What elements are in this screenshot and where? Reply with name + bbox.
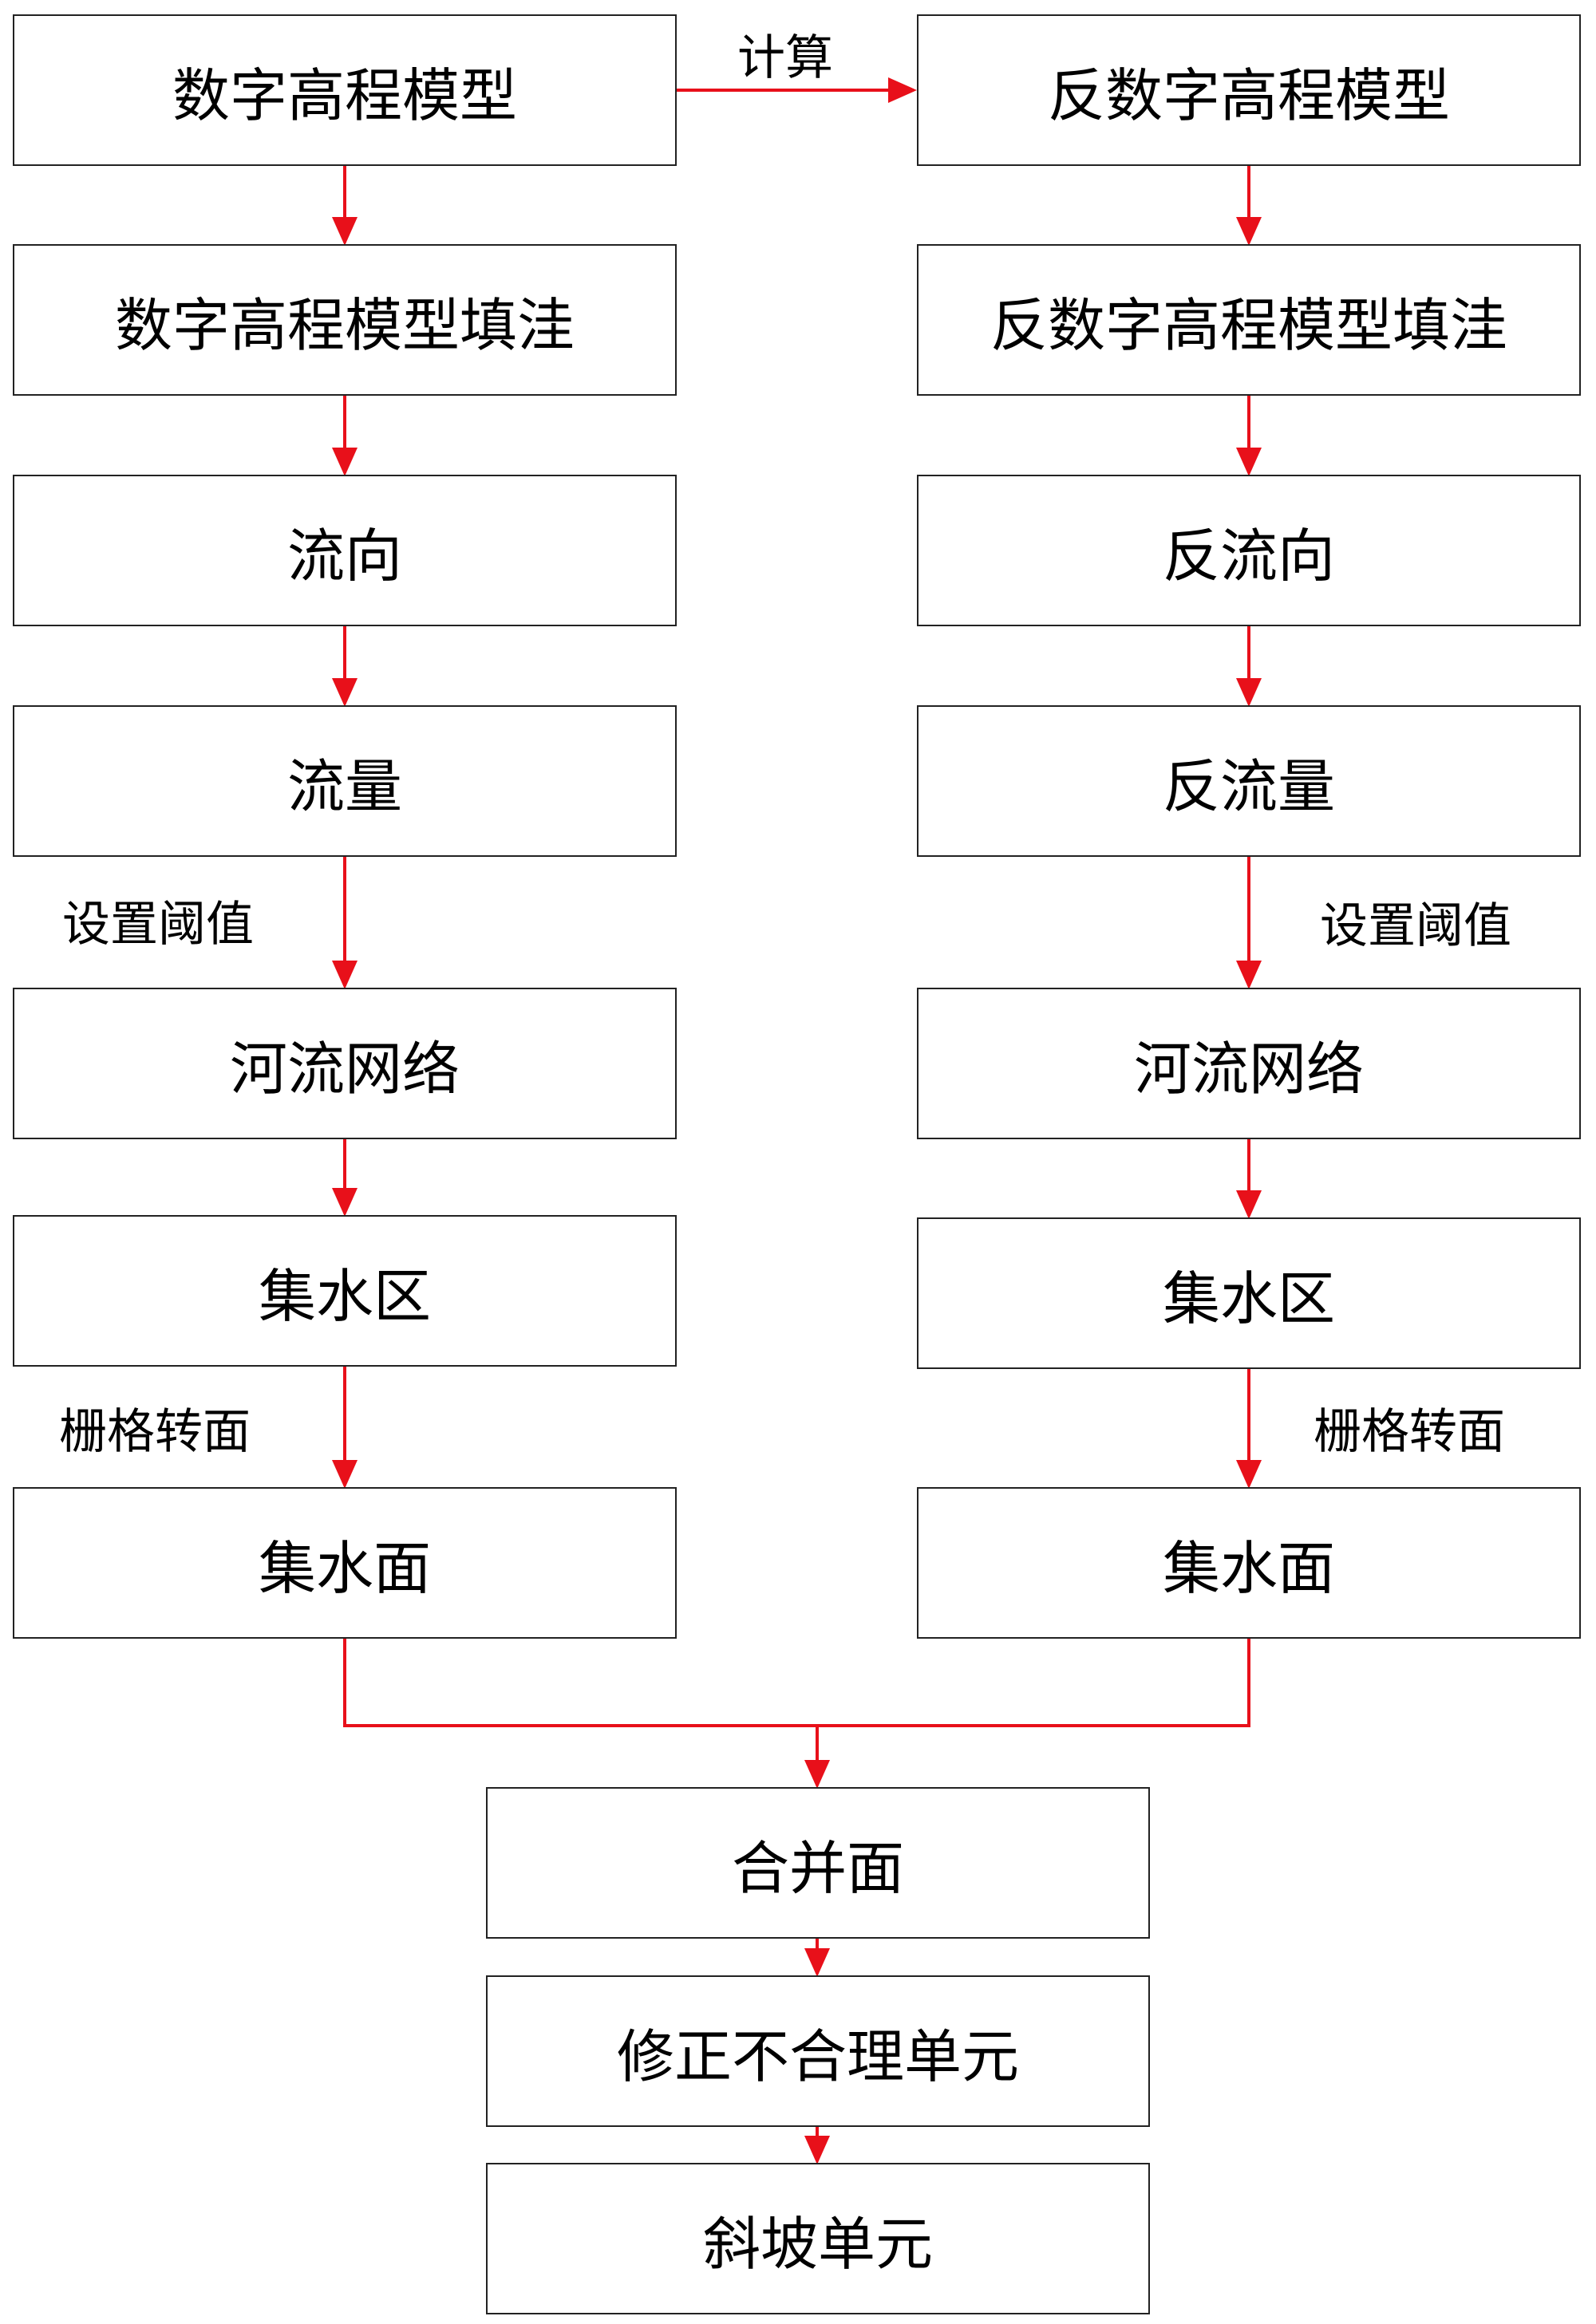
box-inverse-dem: 反数字高程模型 [917,14,1581,166]
box-inverse-flow-direction-text: 反流向 [1162,522,1335,590]
box-inverse-flow-accumulation-text: 反流量 [1162,752,1335,820]
box-right-catchment-text: 集水区 [1162,1265,1335,1332]
box-right-stream-network-text: 河流网络 [1133,1035,1364,1103]
box-fix-units: 修正不合理单元 [486,1975,1150,2127]
box-flow-direction: 流向 [13,475,677,626]
box-right-catchment-polygon: 集水面 [917,1487,1581,1639]
box-slope-units-text: 斜坡单元 [702,2210,933,2278]
box-flow-direction-text: 流向 [286,522,402,590]
box-dem-fill-text: 数字高程模型填洼 [114,291,575,359]
box-flow-accumulation-text: 流量 [286,752,402,820]
label-threshold-left: 设置阈值 [62,897,254,953]
box-catchment-polygon: 集水面 [13,1487,677,1639]
box-dem: 数字高程模型 [13,14,677,166]
box-stream-network-text: 河流网络 [229,1035,460,1103]
box-right-catchment-polygon-text: 集水面 [1162,1534,1335,1602]
merge-connector [343,1639,1250,1727]
label-threshold-right: 设置阈值 [1320,898,1511,954]
box-slope-units: 斜坡单元 [486,2163,1150,2314]
box-catchment-polygon-text: 集水面 [258,1534,431,1602]
box-merge: 合并面 [486,1787,1150,1939]
box-catchment: 集水区 [13,1215,677,1367]
box-dem-fill: 数字高程模型填洼 [13,244,677,396]
box-catchment-text: 集水区 [258,1262,431,1330]
box-merge-text: 合并面 [731,1834,904,1902]
box-flow-accumulation: 流量 [13,705,677,857]
box-dem-text: 数字高程模型 [172,61,517,129]
box-inverse-flow-direction: 反流向 [917,475,1581,626]
label-raster-to-polygon-right: 栅格转面 [1314,1404,1505,1460]
label-compute: 计算 [737,30,833,86]
box-fix-units-text: 修正不合理单元 [616,2022,1019,2090]
box-inverse-dem-fill: 反数字高程模型填洼 [917,244,1581,396]
box-right-catchment: 集水区 [917,1217,1581,1369]
box-stream-network: 河流网络 [13,988,677,1139]
box-right-stream-network: 河流网络 [917,988,1581,1139]
label-raster-to-polygon-left: 栅格转面 [59,1404,251,1460]
box-inverse-dem-fill-text: 反数字高程模型填洼 [990,291,1507,359]
box-inverse-flow-accumulation: 反流量 [917,705,1581,857]
box-inverse-dem-text: 反数字高程模型 [1047,61,1450,129]
